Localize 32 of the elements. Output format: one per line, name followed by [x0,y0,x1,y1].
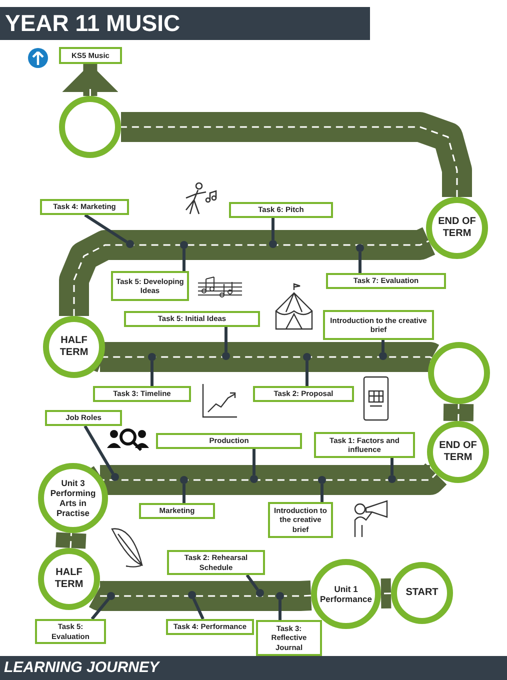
milestone-circle: END OF TERM [426,197,488,259]
leader-line [252,449,256,475]
leader-line [224,327,228,352]
leader-line [358,252,362,273]
caption: LEARNING JOURNEY [0,656,507,680]
road-segment [443,404,474,422]
road-segment [121,112,472,197]
leader-line [90,598,110,620]
leader-line [306,361,308,386]
leader-line [390,458,394,475]
leader-line [84,214,128,244]
leader-line [278,600,282,620]
milestone-circle: Unit 3 Performing Arts in Practise [38,463,108,533]
road-arrow [62,64,118,96]
road-segment [59,227,436,316]
milestone-circle: Unit 1 Performance [311,559,381,629]
milestone-circle: START [391,562,453,624]
title: YEAR 11 MUSIC [0,7,370,40]
milestone-circle: HALF TERM [43,316,105,378]
leader-line [84,425,114,474]
leader-line [182,249,186,271]
milestone-circle: END OF TERM [427,421,489,483]
leader-line [182,484,186,503]
leader-line [246,574,259,591]
leader-line [272,218,274,240]
leader-line [382,340,384,352]
milestone-circle: HALF TERM [38,548,100,610]
leader-line [192,598,204,620]
leader-line [320,484,324,502]
road-segment [380,578,392,609]
road-segment [56,532,86,549]
leader-line [150,361,154,386]
